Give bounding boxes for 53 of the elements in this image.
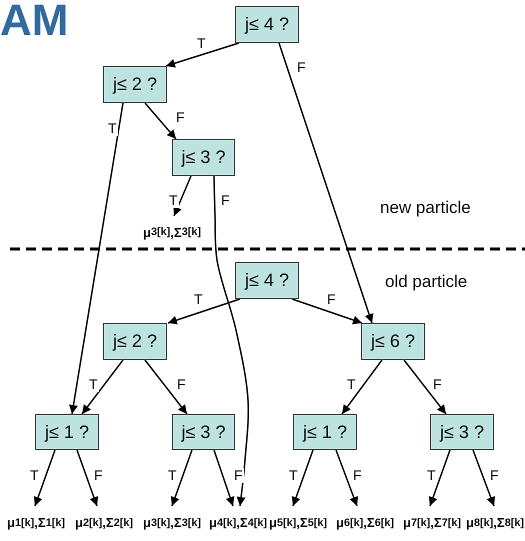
edge-label: T [107, 121, 118, 136]
edge-label: T [346, 377, 357, 392]
decision-box: j≤ 1 ? [293, 414, 357, 450]
edge-label: F [220, 193, 231, 208]
heading: AM [0, 0, 68, 46]
arrow [144, 102, 177, 140]
edge-label: T [196, 36, 207, 51]
arrow [144, 360, 188, 414]
arrow [335, 450, 358, 506]
arrow [34, 450, 56, 506]
decision-box: j≤ 3 ? [172, 414, 235, 450]
edge-label: F [489, 468, 500, 483]
decision-box: j≤ 2 ? [103, 66, 167, 103]
arrow [213, 176, 250, 506]
arrow [428, 450, 451, 506]
edge-label: T [193, 292, 204, 307]
decision-box: j≤ 1 ? [35, 414, 99, 450]
arrow [166, 42, 240, 68]
edge-label: F [176, 377, 187, 392]
arrow [173, 176, 192, 216]
edge-label: T [288, 468, 299, 483]
arrow [278, 42, 374, 324]
arrow [170, 450, 193, 506]
arrow [472, 450, 496, 506]
region-label: new particle [380, 198, 471, 218]
arrow [76, 450, 98, 506]
decision-box: j≤ 3 ? [430, 414, 494, 450]
decision-box: j≤ 4 ? [235, 262, 299, 299]
arrow [292, 298, 362, 324]
edge-label: T [426, 468, 437, 483]
edge-label: F [296, 60, 307, 75]
arrow [69, 102, 124, 414]
edge-label: T [168, 193, 179, 208]
edge-label: F [326, 292, 337, 307]
edge-label: F [233, 468, 244, 483]
arrow [213, 450, 234, 506]
edge-label: F [93, 468, 104, 483]
decision-box: j≤ 6 ? [361, 323, 425, 360]
edge-label: F [432, 377, 443, 392]
arrow [81, 360, 124, 414]
decision-box: j≤ 4 ? [235, 6, 299, 43]
edge-label: F [175, 110, 186, 125]
edge-label: F [352, 468, 363, 483]
arrow [403, 360, 447, 414]
region-label: old particle [385, 272, 468, 292]
edge-label: T [88, 377, 99, 392]
decision-box: j≤ 2 ? [103, 323, 167, 360]
decision-box: j≤ 3 ? [172, 139, 235, 176]
arrow [292, 450, 314, 506]
arrow [168, 298, 240, 324]
edge-label: T [29, 468, 40, 483]
edge-label: T [167, 468, 178, 483]
arrow [341, 360, 383, 414]
